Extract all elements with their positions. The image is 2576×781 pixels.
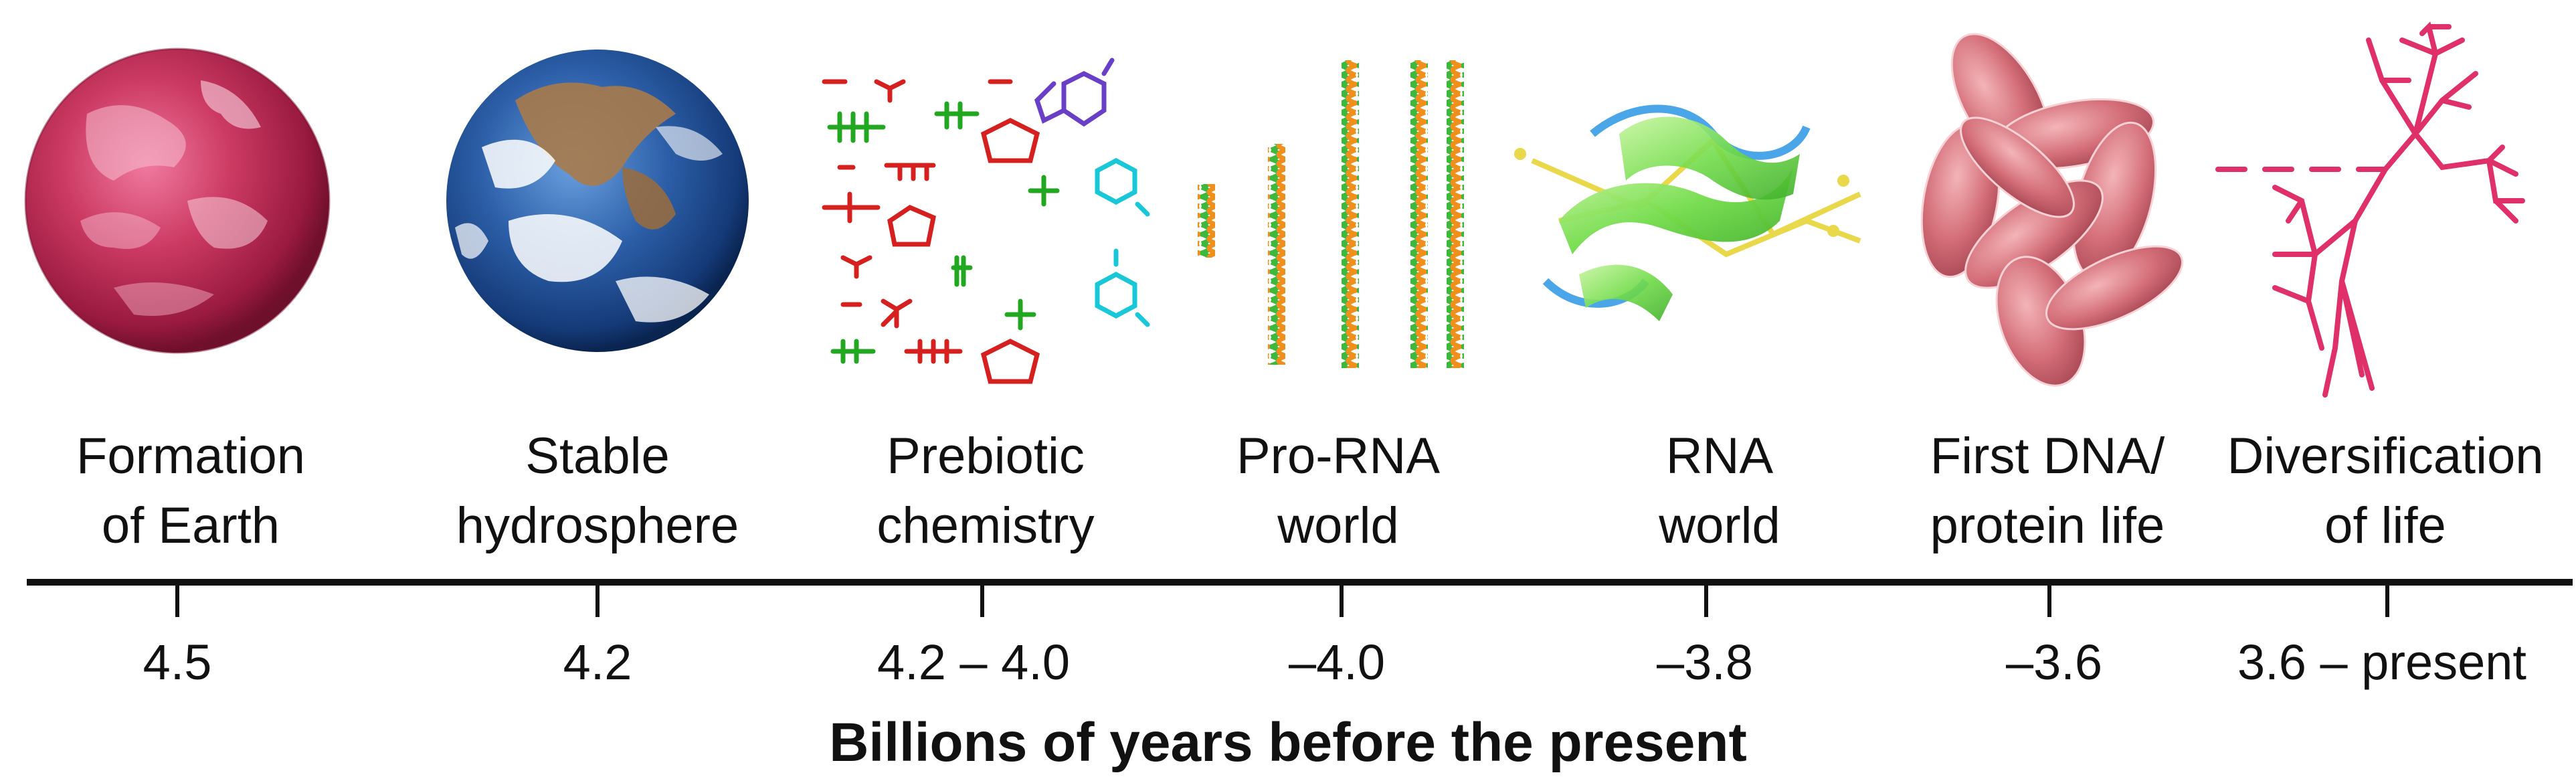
stage-label-prebiotic-chemistry: Prebiotic chemistry — [877, 428, 1095, 554]
molecules-icon — [822, 58, 1150, 384]
tick-label-4-5: 4.5 — [143, 634, 212, 690]
stage-label-formation-of-earth: Formation of Earth — [76, 428, 306, 554]
stage-label-pro-rna-world: Pro-RNA world — [1236, 428, 1441, 554]
stage-label-diversification-of-life: Diversification of life — [2227, 428, 2544, 554]
stage-label-first-dna-protein-life: First DNA/ protein life — [1930, 428, 2165, 554]
tick-label-minus-4-0: –4.0 — [1288, 634, 1386, 690]
helix-strands-icon — [1198, 60, 1464, 368]
axis-title: Billions of years before the present — [829, 712, 1747, 773]
tick-label-4-2: 4.2 — [563, 634, 632, 690]
timeline-ticks — [175, 582, 2389, 617]
stage-label-stable-hydrosphere: Stable hydrosphere — [456, 428, 739, 554]
cells-icon — [1920, 33, 2183, 387]
phylogenetic-tree-icon — [2215, 21, 2525, 398]
blue-earth-icon — [446, 50, 749, 352]
tick-label-minus-3-6: –3.6 — [2005, 634, 2103, 690]
pink-planet-icon — [24, 48, 331, 354]
tick-label-4-2-to-4-0: 4.2 – 4.0 — [877, 634, 1070, 690]
tick-label-3-6-to-present: 3.6 – present — [2237, 634, 2526, 690]
tick-label-minus-3-8: –3.8 — [1656, 634, 1754, 690]
rna-ribbon-icon — [1514, 104, 1861, 321]
stage-label-rna-world: RNA world — [1659, 428, 1780, 554]
